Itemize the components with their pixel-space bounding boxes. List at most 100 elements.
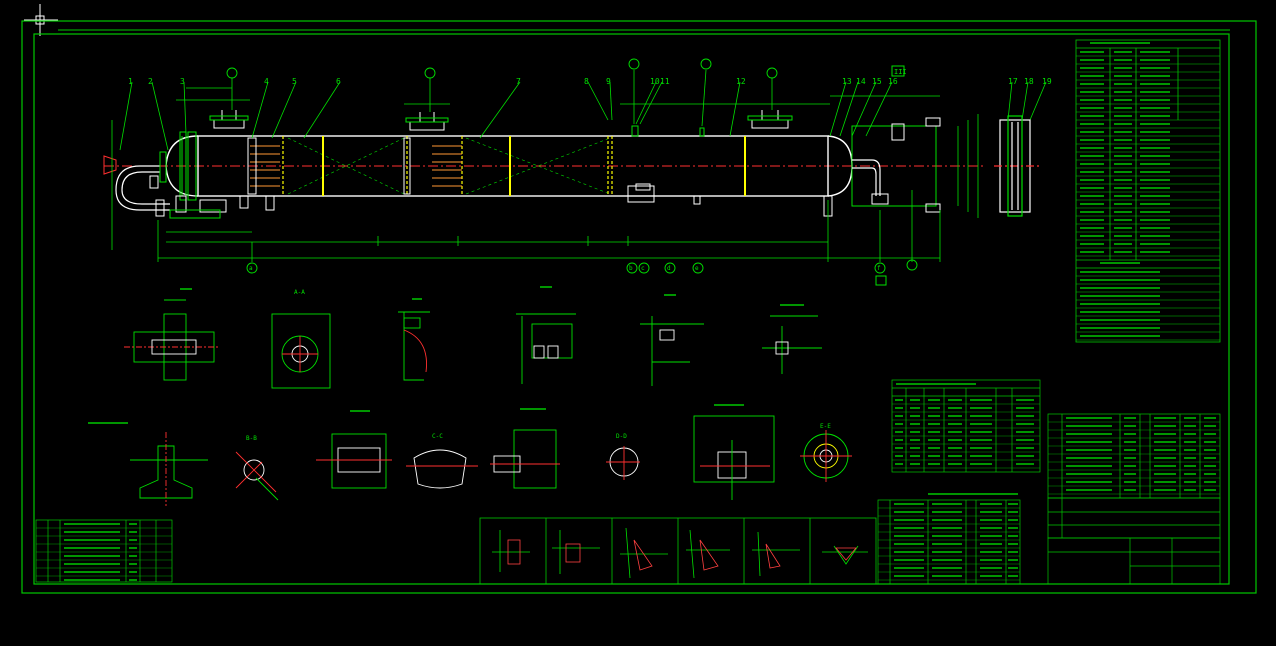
cad-text-mark bbox=[1154, 481, 1176, 483]
svg-text:e: e bbox=[695, 265, 699, 272]
cad-text-mark bbox=[1080, 155, 1104, 157]
cad-text-mark bbox=[1066, 489, 1112, 491]
cad-text-mark bbox=[1008, 535, 1018, 537]
manhole-icon bbox=[213, 110, 789, 131]
cad-text-mark bbox=[64, 531, 120, 533]
parts-list-rows bbox=[1048, 421, 1220, 495]
cad-text-mark bbox=[1140, 131, 1170, 133]
parts-list bbox=[1047, 413, 1221, 585]
inlet-pipe bbox=[115, 165, 170, 211]
cad-text-mark bbox=[980, 575, 1002, 577]
cad-text-mark bbox=[129, 579, 137, 581]
cad-text-mark bbox=[1140, 67, 1170, 69]
cad-text-mark bbox=[1016, 399, 1034, 401]
nozzle-icon bbox=[175, 183, 833, 217]
outlet-chamber bbox=[851, 125, 937, 207]
callout-3: 3 bbox=[180, 77, 185, 86]
cad-text-mark bbox=[1114, 147, 1132, 149]
cad-text-mark bbox=[1154, 457, 1176, 459]
cad-text-mark bbox=[1100, 262, 1140, 264]
section-e-e-label: E-E bbox=[820, 423, 831, 430]
cad-text-mark bbox=[1080, 187, 1104, 189]
cad-text-mark bbox=[980, 551, 1002, 553]
cad-text-mark bbox=[970, 455, 992, 457]
cad-text-mark bbox=[1080, 327, 1160, 329]
callout-7: 7 bbox=[516, 77, 521, 86]
callout-16: 16 bbox=[888, 77, 898, 86]
cad-text-mark bbox=[1114, 251, 1132, 253]
cad-text-mark bbox=[928, 493, 1018, 495]
section-c-c-label: C-C bbox=[432, 433, 443, 440]
callout-8: 8 bbox=[584, 77, 589, 86]
support-rings bbox=[322, 136, 746, 196]
cad-text-mark bbox=[1140, 203, 1170, 205]
cad-text-mark bbox=[970, 399, 992, 401]
cad-text-mark bbox=[895, 431, 903, 433]
cad-text-mark bbox=[412, 298, 422, 300]
cad-text-mark bbox=[780, 304, 804, 306]
cad-text-mark bbox=[1008, 575, 1018, 577]
section-labels-row2: B-B C-C D-D E-E bbox=[246, 423, 831, 442]
cad-text-mark bbox=[1080, 303, 1160, 305]
cad-text-mark bbox=[1204, 433, 1216, 435]
cad-text-mark bbox=[64, 579, 120, 581]
cad-text-mark bbox=[1066, 433, 1112, 435]
cad-text-mark bbox=[928, 423, 940, 425]
cad-text-mark bbox=[1184, 457, 1196, 459]
cad-text-mark bbox=[970, 463, 992, 465]
cad-text-mark bbox=[1080, 311, 1160, 313]
cad-text-mark bbox=[1008, 567, 1018, 569]
cad-text-mark bbox=[1114, 139, 1132, 141]
cad-text-mark bbox=[1114, 59, 1132, 61]
cad-text-mark bbox=[895, 415, 903, 417]
cad-text-mark bbox=[1016, 407, 1034, 409]
parts-list-2 bbox=[877, 499, 1021, 585]
cad-text-mark bbox=[1114, 123, 1132, 125]
cad-text-mark bbox=[1204, 481, 1216, 483]
cad-text-mark bbox=[910, 439, 920, 441]
cad-text-mark bbox=[1114, 243, 1132, 245]
cad-text-mark bbox=[970, 431, 992, 433]
cad-text-mark bbox=[1140, 155, 1170, 157]
cad-text-mark bbox=[520, 408, 546, 410]
cad-text-mark bbox=[932, 519, 962, 521]
cad-text-mark bbox=[129, 547, 137, 549]
cad-text-mark bbox=[928, 407, 940, 409]
cad-text-mark bbox=[1080, 171, 1104, 173]
cad-text-mark bbox=[1140, 219, 1170, 221]
cad-text-mark bbox=[1140, 107, 1170, 109]
cad-text-mark bbox=[1124, 433, 1136, 435]
dimension-lines bbox=[111, 87, 979, 262]
cad-text-mark bbox=[1184, 433, 1196, 435]
outer-frame bbox=[21, 20, 1257, 594]
cad-text-mark bbox=[948, 463, 962, 465]
cad-text-mark bbox=[1140, 179, 1170, 181]
cad-text-mark bbox=[980, 519, 1002, 521]
cad-text-mark bbox=[1204, 449, 1216, 451]
callout-10: 10 bbox=[650, 77, 660, 86]
cad-text-mark bbox=[64, 523, 120, 525]
cad-text-mark bbox=[1080, 99, 1104, 101]
cad-text-mark bbox=[1080, 51, 1104, 53]
cad-text-mark bbox=[928, 415, 940, 417]
cad-text-mark bbox=[64, 539, 120, 541]
cad-text-mark bbox=[894, 559, 924, 561]
cad-text-mark bbox=[1124, 489, 1136, 491]
section-a-a-label: A-A bbox=[294, 289, 305, 296]
vessel-elevation: 1 2 3 4 5 6 7 8 9 10 11 12 13 14 15 16 1… bbox=[103, 58, 1052, 286]
cad-text-mark bbox=[129, 555, 137, 557]
cad-text-mark bbox=[1154, 465, 1176, 467]
cad-text-mark bbox=[1080, 287, 1160, 289]
cad-text-mark bbox=[1080, 107, 1104, 109]
cad-text-mark bbox=[1090, 42, 1150, 44]
cad-text-mark bbox=[88, 422, 128, 424]
cad-text-mark bbox=[1080, 235, 1104, 237]
cad-text-mark bbox=[1184, 465, 1196, 467]
cad-text-mark bbox=[980, 511, 1002, 513]
cad-text-mark bbox=[1140, 83, 1170, 85]
cad-text-mark bbox=[1080, 115, 1104, 117]
cad-text-mark bbox=[1140, 195, 1170, 197]
cad-text-mark bbox=[932, 511, 962, 513]
cad-text-mark bbox=[948, 415, 962, 417]
